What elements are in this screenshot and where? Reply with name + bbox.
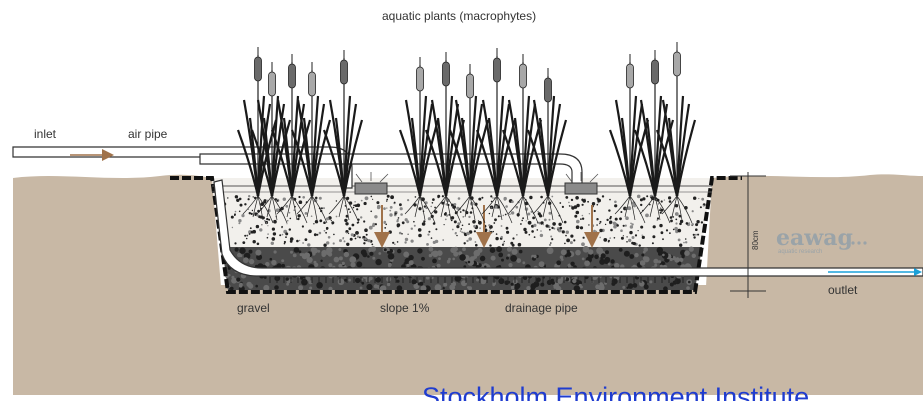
depth-label: 80cm bbox=[751, 230, 760, 250]
gravel-label: gravel bbox=[237, 301, 270, 315]
slope-label: slope 1% bbox=[380, 301, 430, 315]
air-pipe-label: air pipe bbox=[128, 127, 168, 141]
eawag-logo: eawag bbox=[776, 225, 853, 251]
eawag-logo-dots bbox=[851, 241, 866, 244]
soil-bottom bbox=[13, 285, 923, 395]
distribution-box-left bbox=[355, 183, 387, 194]
eawag-logo-tagline: aquatic research bbox=[778, 249, 822, 255]
plants-label: aquatic plants (macrophytes) bbox=[382, 9, 536, 23]
drainage-pipe-label: drainage pipe bbox=[505, 301, 578, 315]
distribution-box-right bbox=[565, 183, 597, 194]
credit-text: Stockholm Environment Institute bbox=[422, 384, 809, 401]
outlet-label: outlet bbox=[828, 283, 858, 297]
inlet-label: inlet bbox=[34, 127, 57, 141]
